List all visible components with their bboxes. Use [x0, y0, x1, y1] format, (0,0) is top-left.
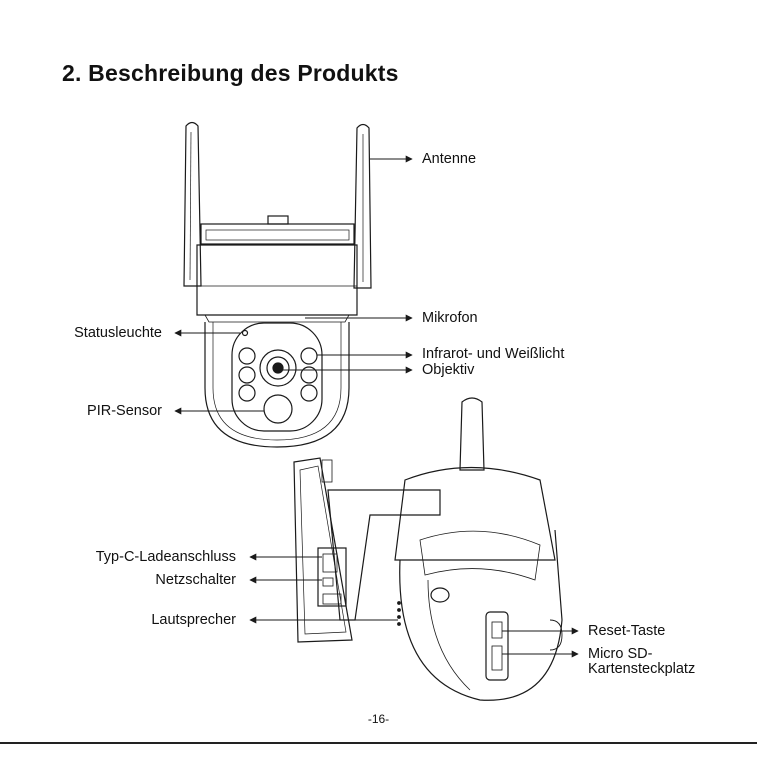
ir-light-left-bot [239, 385, 255, 401]
port-block [318, 548, 346, 606]
camera-dome [205, 322, 349, 447]
status-light-dot [243, 331, 248, 336]
front-camera-drawing [184, 123, 371, 448]
label-pir-sensor: PIR-Sensor [40, 403, 162, 419]
top-latch [268, 216, 288, 224]
label-microsd-line1: Micro SD- [588, 646, 652, 662]
label-reset: Reset-Taste [588, 623, 665, 639]
ir-light-right-bot [301, 385, 317, 401]
face-plate [232, 323, 322, 431]
upper-housing [197, 245, 357, 315]
left-antenna [184, 123, 201, 287]
ir-light-right-top [301, 348, 317, 364]
label-mikrofon: Mikrofon [422, 310, 478, 326]
label-objektiv: Objektiv [422, 362, 474, 378]
rear-ball [400, 530, 562, 700]
ir-light-left-top [239, 348, 255, 364]
rear-oval [431, 588, 449, 602]
label-antenne: Antenne [422, 151, 476, 167]
label-microsd-line2: Kartensteckplatz [588, 661, 695, 677]
rear-antenna [460, 398, 484, 470]
label-infrarot: Infrarot- und Weißlicht [422, 346, 564, 362]
label-statusleuchte: Statusleuchte [40, 325, 162, 341]
label-lautsprecher: Lautsprecher [40, 612, 236, 628]
footer-rule [0, 742, 757, 744]
page-number: -16- [0, 712, 757, 726]
rear-camera-drawing [294, 398, 562, 700]
top-bracket [201, 224, 354, 244]
pir-sensor [264, 395, 292, 423]
ir-light-right-mid [301, 367, 317, 383]
ir-light-left-mid [239, 367, 255, 383]
label-netzschalter: Netzschalter [40, 572, 236, 588]
rear-upper-housing [395, 468, 555, 561]
label-typ-c: Typ-C-Ladeanschluss [40, 549, 236, 565]
